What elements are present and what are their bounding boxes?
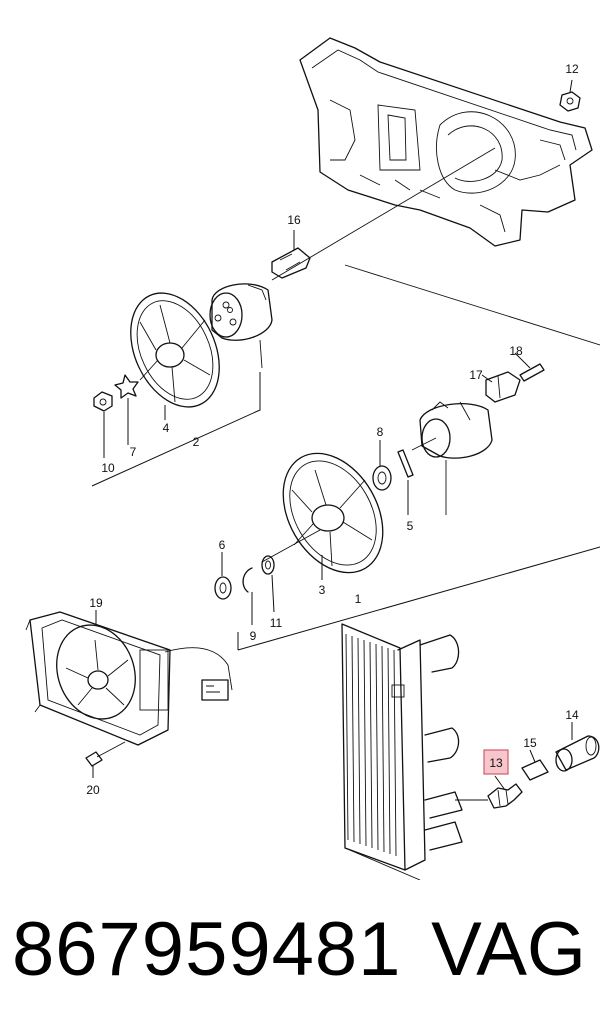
- callout-13: 13: [489, 756, 503, 770]
- callout-13-highlight: [483, 749, 509, 775]
- fan-assembly-1: [214, 363, 545, 600]
- callout-4: 4: [163, 421, 170, 435]
- screw-20-icon: [85, 741, 126, 767]
- callout-6: 6: [219, 538, 226, 552]
- seal-ring-14: [555, 735, 600, 772]
- brand-label: VAG: [431, 907, 586, 992]
- callout-9: 9: [250, 629, 257, 643]
- callout-2: 2: [193, 435, 200, 449]
- callout-12: 12: [565, 62, 579, 76]
- callout-15: 15: [523, 736, 537, 750]
- callout-19: 19: [89, 596, 103, 610]
- footer: 867959481 VAG: [0, 905, 600, 1005]
- callout-8: 8: [377, 425, 384, 439]
- nut-10-icon: [93, 391, 113, 412]
- fan-shroud-19: [25, 611, 233, 746]
- part-number: 867959481: [12, 907, 402, 992]
- callout-7: 7: [130, 445, 137, 459]
- radiator: [341, 623, 463, 880]
- connector-15: [521, 759, 549, 781]
- callout-18: 18: [509, 344, 523, 358]
- callout-11: 11: [270, 616, 283, 630]
- callout-16: 16: [287, 213, 301, 227]
- front-carrier: [299, 37, 593, 247]
- callout-1: 1: [355, 592, 362, 606]
- callout-3: 3: [319, 583, 326, 597]
- callout-14: 14: [565, 708, 579, 722]
- star-washer-7-icon: [114, 374, 139, 399]
- callout-10: 10: [101, 461, 115, 475]
- nut-12-icon: [559, 91, 581, 112]
- callout-20: 20: [86, 783, 100, 797]
- exploded-parts-diagram: 12 16 10 7 4 2: [25, 37, 600, 880]
- callout-5: 5: [407, 519, 414, 533]
- fan-assembly-2: [130, 247, 311, 408]
- callout-17: 17: [469, 368, 483, 382]
- temperature-switch-13: [487, 783, 523, 809]
